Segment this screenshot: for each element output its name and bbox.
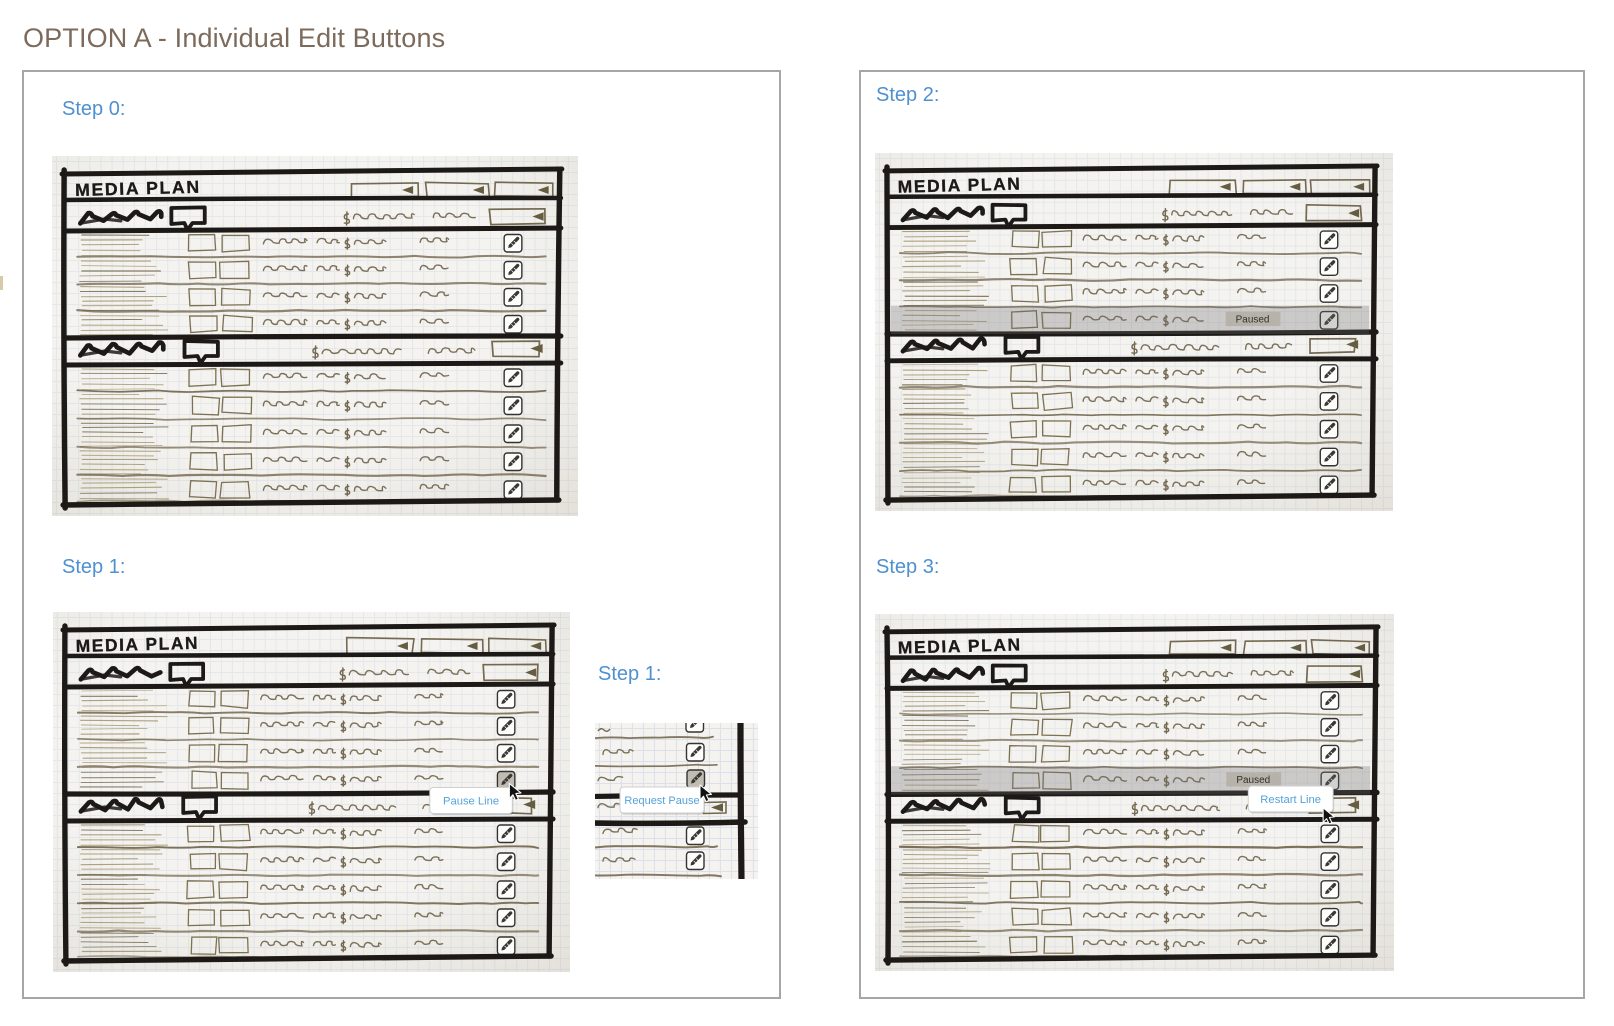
svg-text:Paused: Paused <box>1236 775 1270 786</box>
svg-text:Restart Line: Restart Line <box>1260 794 1321 806</box>
svg-text:MEDIA PLAN: MEDIA PLAN <box>75 633 199 656</box>
svg-text:MEDIA PLAN: MEDIA PLAN <box>898 634 1022 657</box>
svg-text:Request Pause: Request Pause <box>624 795 699 807</box>
svg-text:MEDIA PLAN: MEDIA PLAN <box>897 174 1021 197</box>
svg-text:Pause Line: Pause Line <box>443 795 499 807</box>
svg-text:Paused: Paused <box>1236 315 1270 326</box>
svg-text:MEDIA PLAN: MEDIA PLAN <box>75 177 201 200</box>
